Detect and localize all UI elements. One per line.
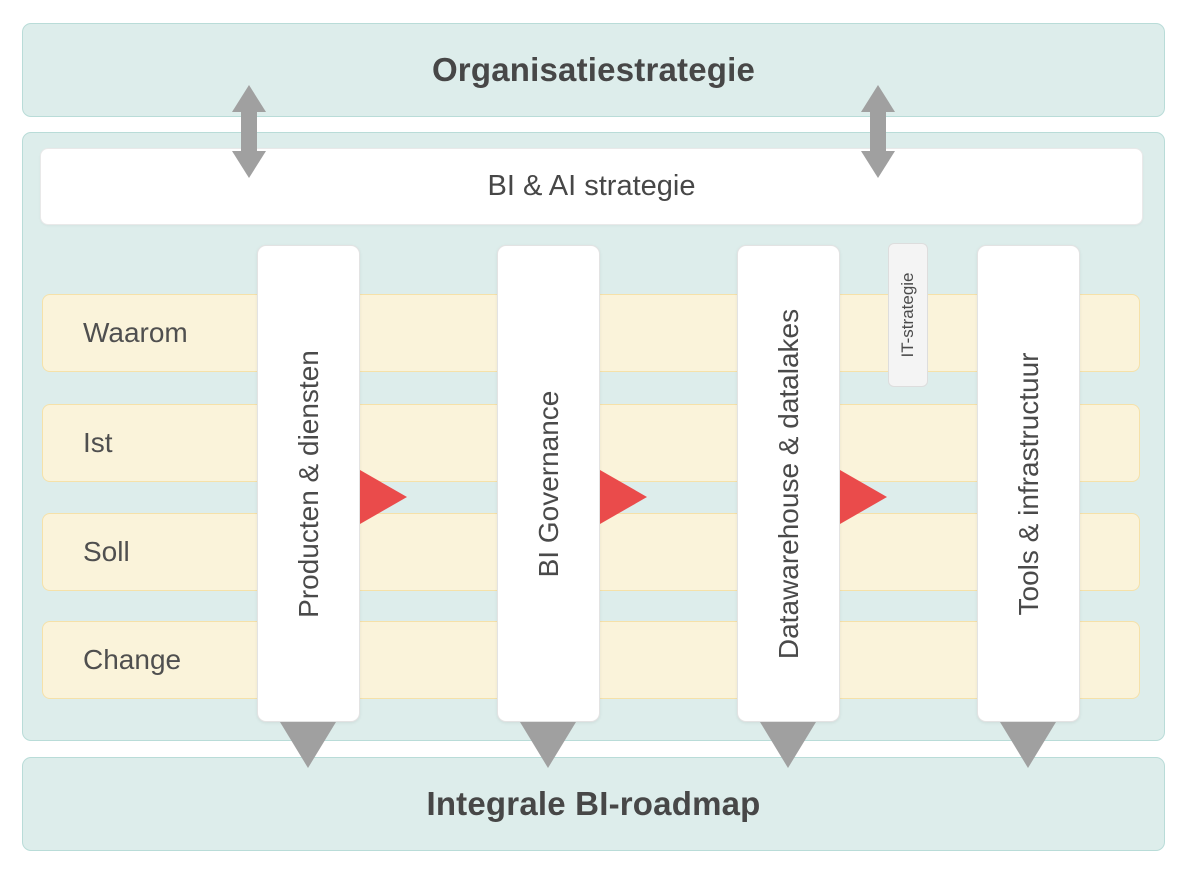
down-arrow-icon	[520, 722, 576, 768]
red-arrow-right-icon	[360, 470, 407, 524]
arrow-head-down	[861, 151, 895, 178]
bi-ai-strategie-bar: BI & AI strategie	[40, 148, 1143, 225]
row-waarom-label: Waarom	[83, 317, 188, 348]
integrale-bi-roadmap-banner: Integrale BI-roadmap	[22, 757, 1165, 851]
red-arrow-right-icon	[600, 470, 647, 524]
down-arrow-icon	[1000, 722, 1056, 768]
row-change-label: Change	[83, 644, 182, 675]
organisatiestrategie-banner: Organisatiestrategie	[22, 23, 1165, 117]
column-tools-infrastructuur: Tools & infrastructuur	[977, 245, 1080, 722]
arrow-head-up	[232, 85, 266, 112]
down-arrow-icon	[280, 722, 336, 768]
double-vertical-arrow-icon	[232, 85, 266, 178]
column-bi-governance-label: BI Governance	[532, 390, 564, 577]
column-datawarehouse-datalakes: Datawarehouse & datalakes	[737, 245, 840, 722]
column-tools-infrastructuur-label: Tools & infrastructuur	[1012, 352, 1044, 615]
column-datawarehouse-datalakes-label: Datawarehouse & datalakes	[772, 308, 804, 659]
bi-ai-strategie-label: BI & AI strategie	[487, 170, 696, 202]
arrow-head-up	[861, 85, 895, 112]
column-producten-diensten: Producten & diensten	[257, 245, 360, 722]
row-soll-label: Soll	[83, 536, 130, 567]
column-producten-diensten-label: Producten & diensten	[292, 349, 324, 618]
it-strategie-label: IT-strategie	[898, 272, 917, 358]
red-arrow-right-icon	[840, 470, 887, 524]
double-vertical-arrow-icon	[861, 85, 895, 178]
organisatiestrategie-label: Organisatiestrategie	[431, 51, 756, 88]
row-ist-label: Ist	[83, 427, 113, 458]
arrow-shaft	[241, 112, 257, 151]
integrale-bi-roadmap-label: Integrale BI-roadmap	[426, 785, 761, 822]
arrow-head-down	[232, 151, 266, 178]
arrow-shaft	[870, 112, 886, 151]
it-strategie-tag: IT-strategie	[888, 243, 928, 387]
down-arrow-icon	[760, 722, 816, 768]
column-bi-governance: BI Governance	[497, 245, 600, 722]
